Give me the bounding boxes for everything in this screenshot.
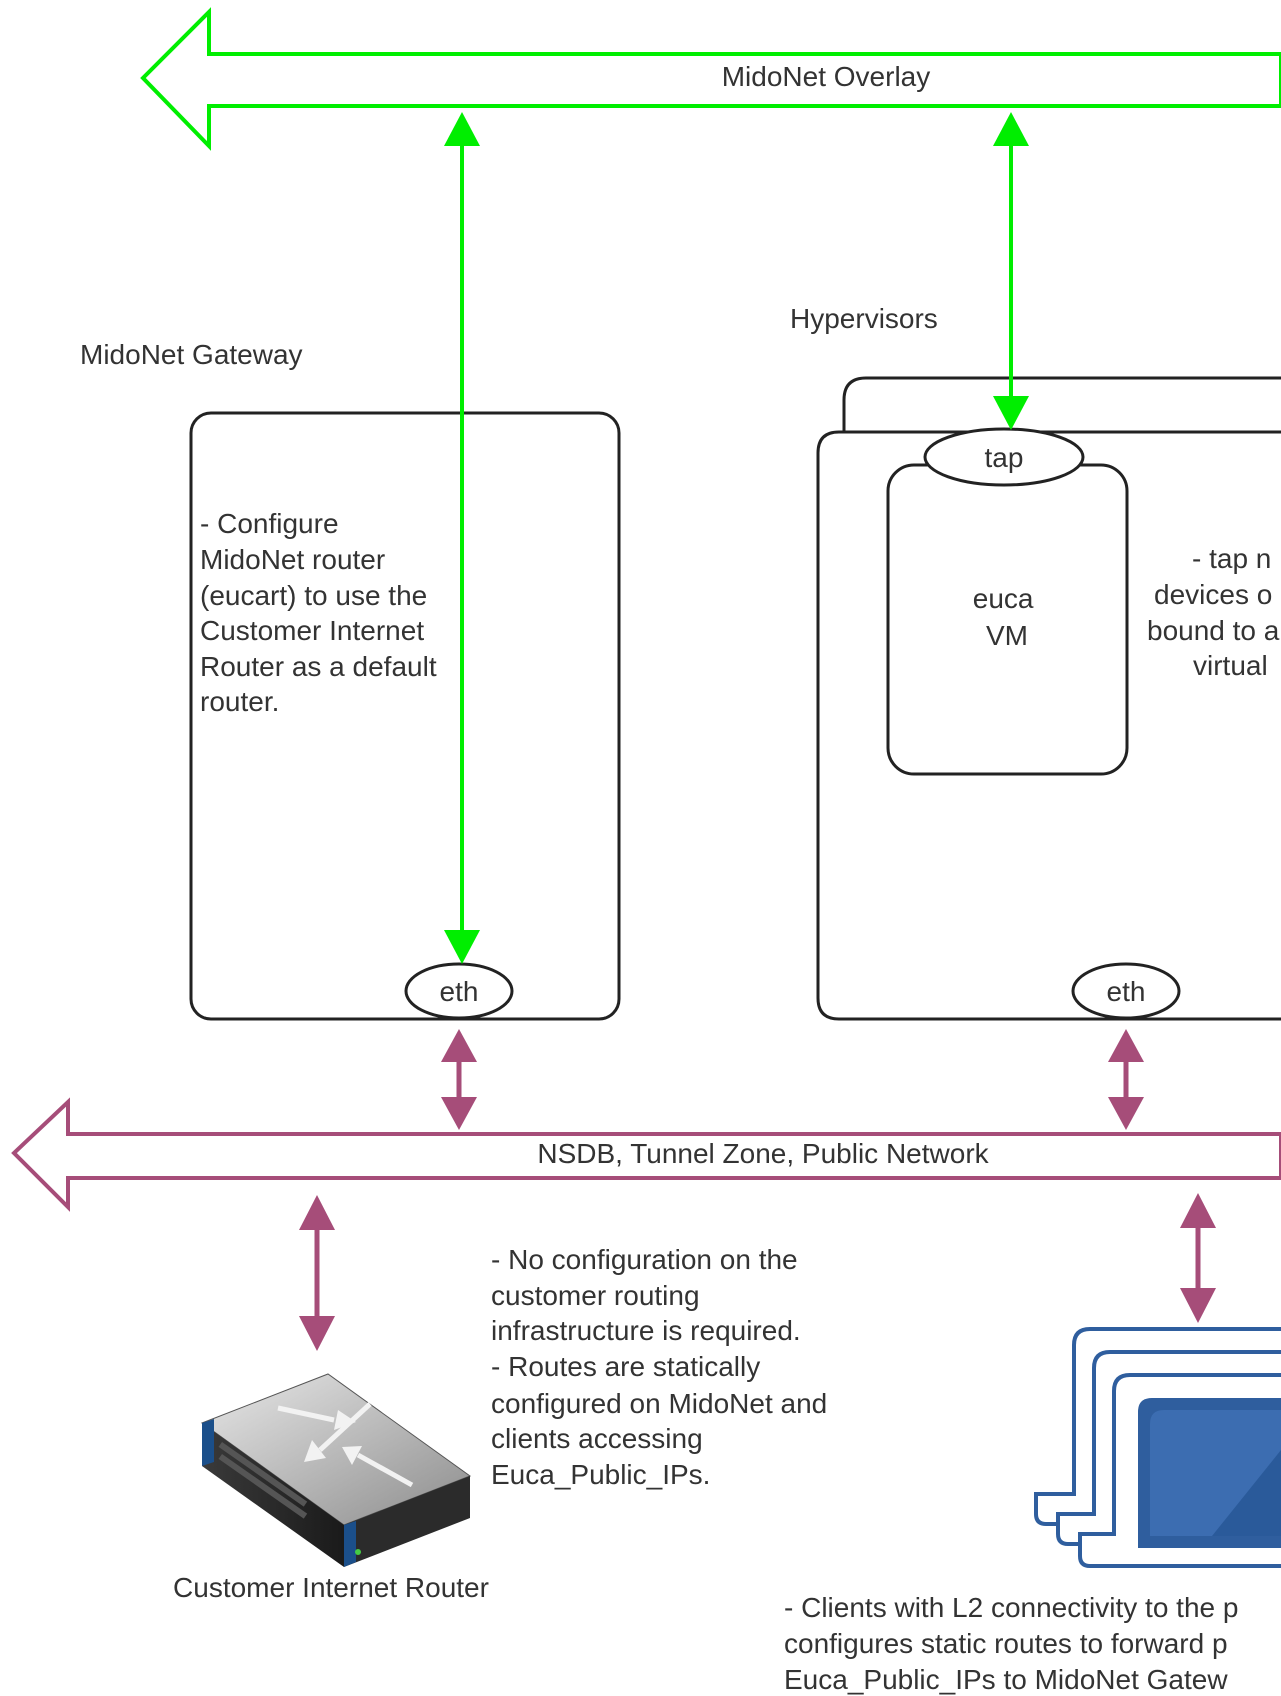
hypervisors-title: Hypervisors — [790, 303, 938, 334]
laptop-stack-icon — [1034, 1327, 1281, 1568]
gateway-title: MidoNet Gateway — [80, 339, 303, 370]
hypervisor-eth-interface — [1071, 962, 1181, 1020]
clients-note: - Clients with L2 connectivity to the p … — [784, 1592, 1246, 1695]
public-network-label: NSDB, Tunnel Zone, Public Network — [537, 1138, 989, 1169]
network-router-icon — [200, 1373, 472, 1567]
clients-network-connector — [1180, 1193, 1216, 1323]
hypervisor-network-connector — [1108, 1029, 1144, 1130]
router-network-connector — [299, 1195, 335, 1351]
tap-label: tap — [985, 442, 1024, 473]
gateway-note: - Configure MidoNet router (eucart) to u… — [200, 508, 444, 717]
overlay-label: MidoNet Overlay — [722, 61, 931, 92]
hypervisor-eth-label: eth — [1107, 976, 1146, 1007]
gateway-network-connector — [441, 1029, 477, 1130]
hypervisor-overlay-connector — [993, 112, 1029, 430]
public-network-arrow — [11, 1097, 1281, 1212]
gateway-overlay-connector — [444, 112, 480, 964]
gateway-eth-interface — [404, 962, 514, 1020]
router-caption: Customer Internet Router — [173, 1572, 489, 1603]
gateway-eth-label: eth — [440, 976, 479, 1007]
tap-interface — [923, 427, 1085, 487]
overlay-arrow — [140, 7, 1281, 151]
routing-note: - No configuration on the customer routi… — [491, 1244, 835, 1490]
hypervisor-box-back — [842, 376, 1281, 432]
gateway-box — [189, 411, 621, 1021]
vm-label: euca VM — [973, 583, 1042, 651]
hypervisor-note: - tap n devices o bound to a virtual — [1147, 543, 1281, 681]
